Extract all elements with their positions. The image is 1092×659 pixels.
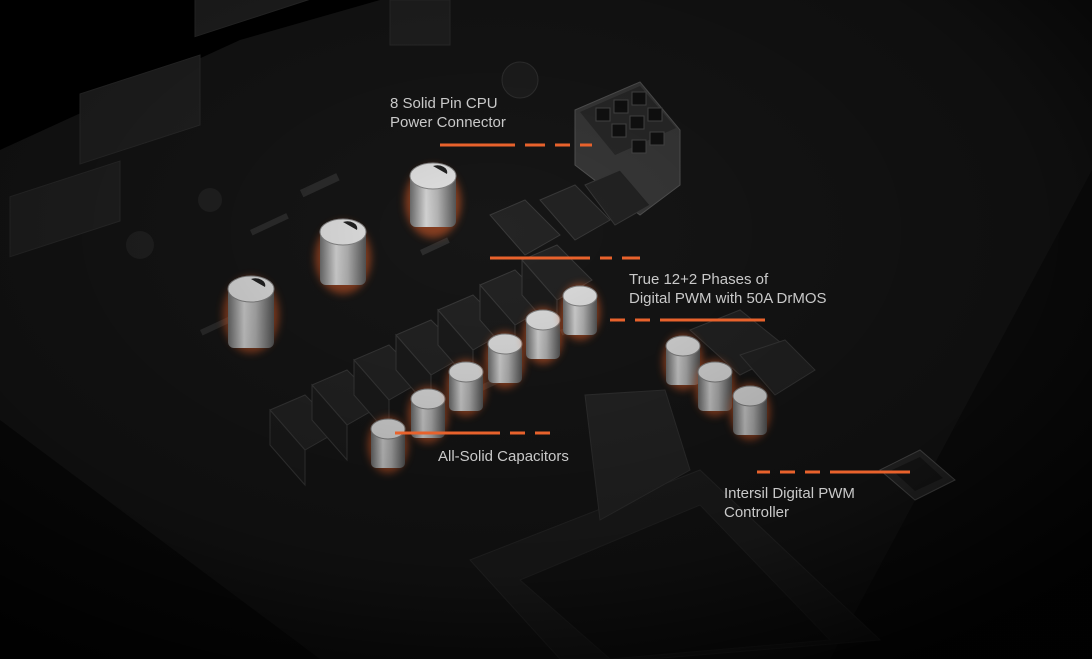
leader-lines — [395, 143, 910, 474]
callout-cpu-power-line2: Power Connector — [390, 114, 506, 131]
callout-cpu-power-connector: 8 Solid Pin CPU Power Connector — [390, 94, 506, 132]
callout-phases-line1: True 12+2 Phases of — [629, 271, 769, 288]
callout-phases: True 12+2 Phases of Digital PWM with 50A… — [629, 270, 827, 308]
callout-cpu-power-line1: 8 Solid Pin CPU — [390, 95, 498, 112]
callout-capacitors: All-Solid Capacitors — [438, 447, 569, 466]
callout-pwm-controller: Intersil Digital PWM Controller — [724, 484, 855, 522]
callout-phases-line2: Digital PWM with 50A DrMOS — [629, 290, 827, 307]
callout-capacitors-line1: All-Solid Capacitors — [438, 448, 569, 465]
callout-pwm-controller-line1: Intersil Digital PWM — [724, 485, 855, 502]
callout-pwm-controller-line2: Controller — [724, 504, 790, 521]
